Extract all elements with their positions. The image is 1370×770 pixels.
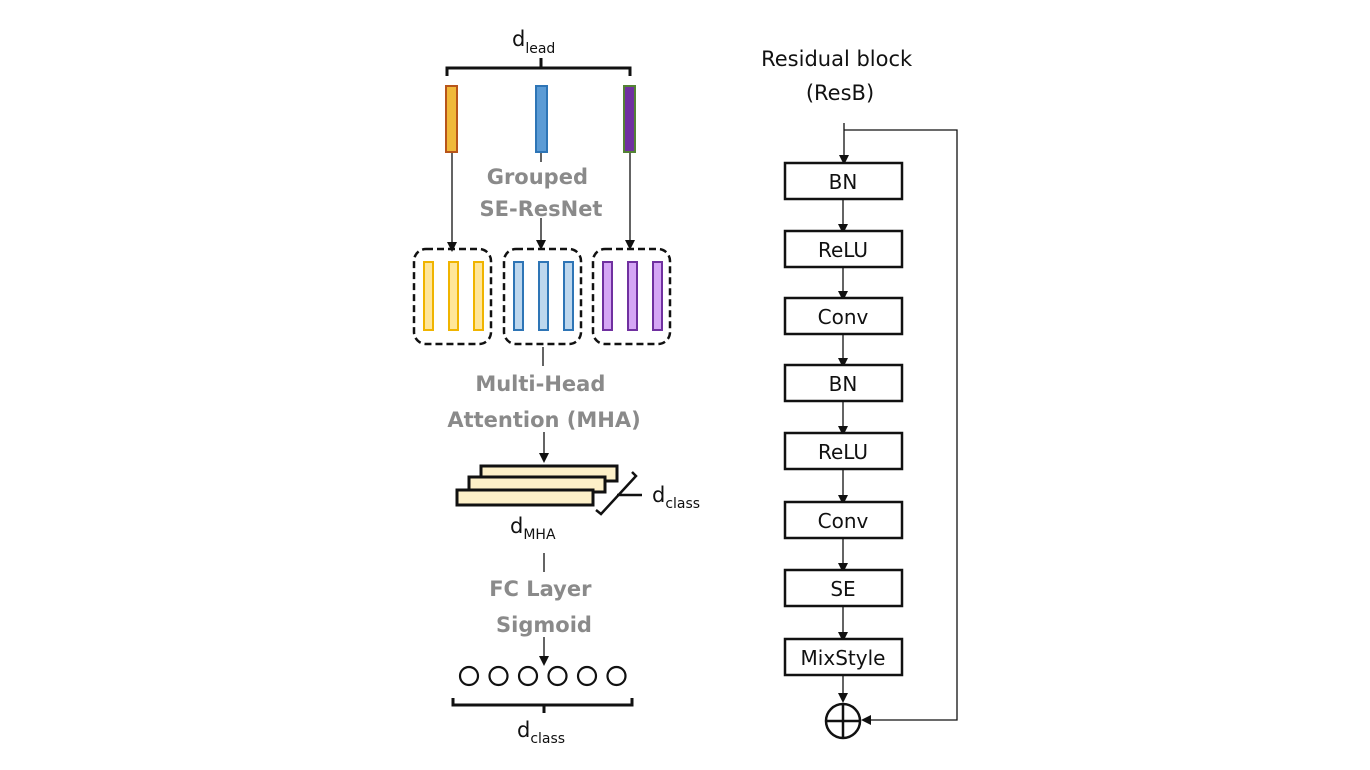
group-border: [412, 247, 493, 346]
layer-block-conv: Conv: [783, 296, 904, 368]
group-feature-bar: [602, 261, 613, 331]
output-node: [458, 665, 480, 687]
skip-connection: [844, 129, 958, 725]
feature-groups: [412, 247, 672, 346]
mha-width-sub: MHA: [523, 527, 556, 543]
mha-depth-sub: class: [665, 496, 700, 512]
group-feature-bar: [563, 261, 574, 331]
output-node: [576, 665, 598, 687]
group-blue: [502, 247, 583, 346]
layer-label: SE: [830, 577, 855, 601]
mha-width-main: d: [510, 514, 523, 538]
group-feature-bar: [448, 261, 459, 331]
lead-brace: [445, 58, 632, 76]
layer-block-conv: Conv: [783, 500, 904, 573]
stage2-line1: Multi-Head: [475, 372, 605, 396]
layer-label: ReLU: [818, 440, 868, 464]
class-dim-main: d: [517, 718, 530, 742]
depth-brace: [595, 471, 642, 516]
layer-label: MixStyle: [801, 646, 886, 670]
output-node: [488, 665, 509, 687]
add-operator-icon: [824, 702, 862, 740]
group-purple: [591, 247, 672, 346]
class-brace: [451, 698, 634, 713]
lead-bar-orange: [445, 85, 458, 153]
output-nodes: [458, 665, 627, 687]
group-feature-bar: [627, 261, 638, 331]
lead-dimension-label: dlead: [512, 27, 555, 57]
layer-box: [783, 363, 904, 403]
output-node: [606, 665, 627, 687]
title-line1: Residual block: [761, 47, 913, 71]
group-border: [591, 247, 672, 346]
lead-bar-purple: [623, 85, 636, 153]
layer-box: [783, 637, 904, 677]
stage3-line2: Sigmoid: [496, 613, 592, 637]
mha-depth-label: dclass: [652, 483, 700, 512]
layer-block-se: SE: [783, 568, 904, 642]
grouped-se-resnet-label: Grouped SE-ResNet: [480, 165, 603, 221]
mha-depth-main: d: [652, 483, 665, 507]
mha-label: Multi-Head Attention (MHA): [447, 372, 640, 432]
layer-block-bn: BN: [783, 363, 904, 436]
layer-label: Conv: [818, 509, 869, 533]
layer-label: BN: [829, 170, 858, 194]
group-border: [502, 247, 583, 346]
group-feature-bar: [652, 261, 663, 331]
layer-label: ReLU: [818, 238, 868, 262]
layer-box: [783, 431, 904, 471]
stage1-line2: SE-ResNet: [480, 197, 603, 221]
group-feature-bar: [513, 261, 524, 331]
stage1-line1: Grouped: [487, 165, 588, 189]
class-dimension-label: dclass: [517, 718, 565, 747]
layer-label: Conv: [818, 305, 869, 329]
stage3-line1: FC Layer: [489, 577, 592, 601]
title-line2: (ResB): [806, 81, 874, 105]
output-node: [547, 665, 568, 687]
group-yellow: [412, 247, 493, 346]
mha-output-stack: [455, 464, 642, 516]
output-node: [517, 665, 539, 687]
layer-box: [783, 500, 904, 540]
group-feature-bar: [423, 261, 434, 331]
group-feature-bar: [538, 261, 549, 331]
layer-label: BN: [829, 372, 858, 396]
residual-block-title: Residual block (ResB): [761, 47, 919, 105]
left-panel: dlead Grouped SE-ResNet Multi-Head Atten…: [412, 27, 700, 747]
mha-plane-front: [455, 488, 595, 507]
layer-block-relu: ReLU: [783, 431, 904, 505]
layer-block-relu: ReLU: [783, 229, 904, 301]
lead-bar-blue: [535, 85, 548, 153]
lead-dim-sub: lead: [525, 41, 555, 57]
layer-block-bn: BN: [783, 161, 904, 234]
mha-width-label: dMHA: [510, 514, 556, 543]
right-panel: Residual block (ResB) BNReLUConvBNReLUCo…: [761, 47, 958, 740]
stage2-line2: Attention (MHA): [447, 408, 640, 432]
lead-dim-main: d: [512, 27, 525, 51]
group-feature-bar: [473, 261, 484, 331]
fc-sigmoid-label: FC Layer Sigmoid: [489, 577, 599, 637]
layer-block-mixstyle: MixStyle: [783, 637, 904, 703]
class-dim-sub: class: [530, 731, 565, 747]
